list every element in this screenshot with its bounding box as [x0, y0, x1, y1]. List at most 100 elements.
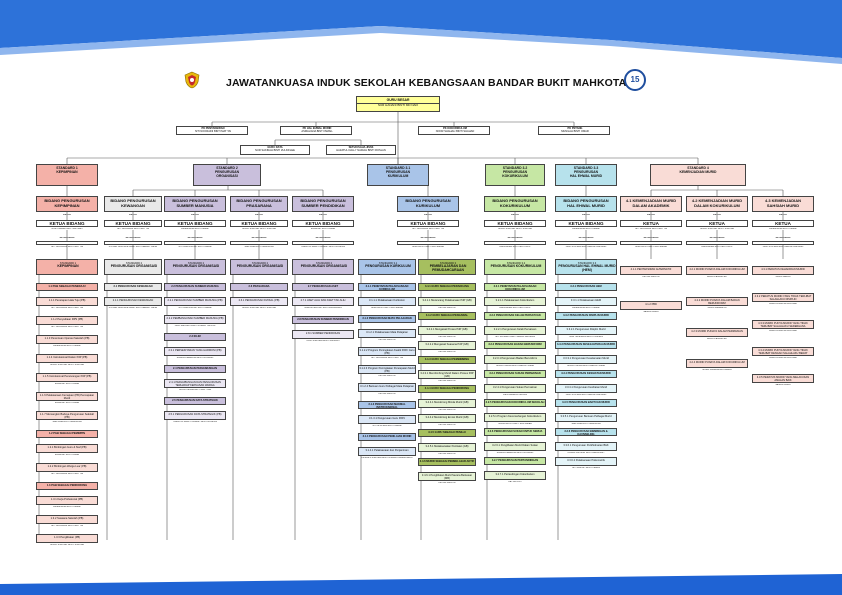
- col7-item-name-1: KETUA PANITIA: [438, 307, 456, 309]
- col1-item-7: 1.1.7 Memangkin Budaya Pengurusan Sekola…: [36, 411, 98, 420]
- setiausaha-bar-7: [555, 241, 617, 245]
- pk-name-0: SITI NOORAINI BINTI MAT TAI: [194, 130, 232, 134]
- pk-role-1: PK HAL EHWAL MURID: [302, 127, 332, 130]
- standard-tag-no-8: STANDARD 3.3: [577, 261, 597, 265]
- ketua-name-4: MUNILAH BINTI OMAR: [310, 228, 336, 230]
- col8-item-title-5: 3.2.3.1 Pengurusan Badan Beruniform: [492, 357, 538, 360]
- col6-item-name-5: KETUA PANITIA: [378, 375, 396, 377]
- col1-item-5: 1.1.5 Instruksional Perancangan PdP (PB): [36, 373, 98, 382]
- standard-tag-name-4: PENGURUSAN ORGANISASI: [300, 263, 348, 268]
- col7-item-name-3: KETUA PANITIA: [438, 336, 456, 338]
- standard-tag-no-6: STANDARD 3: [439, 261, 457, 265]
- ketua-label-3: KETUA: [255, 214, 263, 216]
- col1-item-name-3: ASMALIANA BINTI ISMAIL: [53, 345, 81, 347]
- bidang-title-2: BIDANG PENGURUSAN SUMBER MANUSIA: [164, 196, 226, 212]
- ketua-name-7: ASMALIANA BINTI ISMAIL: [572, 228, 600, 230]
- col8-item-title-6: 3.2.4 PENGURUSAN SUKAN PERMAINAN: [489, 372, 541, 375]
- col8-item-12: 3.2.7 PENGURUSAN PERTANDINGAN: [484, 457, 546, 465]
- pk-role-0: PK PENTADBIRAN: [201, 127, 225, 130]
- col8-item-3: 3.2.2.1 Pengurusan Kelab Persatuan: [484, 326, 546, 335]
- ketua-name-8: SITI NOORAINI BINTI MAT TAI: [635, 228, 667, 230]
- col7-item-11: 3.4.5.1 Melaksanakan Penilaian (GB): [418, 443, 476, 452]
- ketua-name-2: ASMALIANA BINTI ISMAIL: [181, 228, 209, 230]
- standard-tag-name-3: PENGURUSAN ORGANISASI: [236, 263, 284, 268]
- setiausaha-name-8: NORHAYATI BINTI MOHAMAD: [634, 246, 668, 248]
- col8-item-4: 3.2.3 PENGURUSAN BADAN BERUNIFORM: [484, 341, 546, 349]
- col9-item-title-6: 3.3.4 PENGURUSAN KESIHATAN MURID: [561, 372, 611, 375]
- setiausaha-bar-1: [104, 241, 162, 245]
- col1-item-title-10: 1.2.2 Bimbingan Warga Luar (PB): [47, 465, 87, 468]
- page-title: JAWATANKUASA INDUK SEKOLAH KEBANGSAAN BA…: [226, 77, 627, 89]
- col10-item-1: 4.1.2 PBD: [620, 301, 682, 310]
- setiausaha-bar-4: [292, 241, 354, 245]
- col8-item-title-11: 3.2.6.1 Penglibatan Murid Dalam Sukan: [492, 444, 538, 447]
- col5-item-title-2: 2.8 PENGURUSAN SUMBER PENDIDIKAN: [297, 318, 349, 321]
- col11-item-title-1: 4.2.2 MURID PUNAYA DALAM BADAN BERUNIFOR…: [694, 299, 740, 306]
- col1-item-title-1: 1.1.1 Penetapan Hala Tuju (PB): [48, 299, 86, 302]
- col1-item-3: 1.1.3 Penentuan Operasi Sekolah (PB): [36, 335, 98, 344]
- standard-header-3: STANDARD 3.2 PENGURUSAN KOKURIKULUM: [485, 164, 545, 186]
- col6-item-name-3: KETUA PANITIA: [378, 339, 396, 341]
- col5-item-title-1: 2.7.1 ASET ALIH DAN ASET TAK ALIH: [300, 299, 346, 302]
- col12-item-1: 4.3.2 PERATUS MURID YANG TIDAK TERLIBAT …: [752, 293, 814, 302]
- col1-item-title-4: 1.1.4 Instruksional Dalam PdP (PB): [46, 356, 88, 359]
- col1-item-name-2: SITI NOORAINI BINTI MAT TAI: [51, 326, 83, 328]
- col6-item-title-1: 3.1.1.1 Pelaksanaan Kurikulum: [369, 299, 405, 302]
- col3-item-name-2: NOR SAKINAH BINTI AHMAD YAHAYA: [174, 325, 216, 327]
- col6-item-5: 3.1.2.3 Program Peningkatan Pencapaian M…: [358, 365, 416, 374]
- col10-item-name-0: KETUA PANITIA: [642, 276, 660, 278]
- col3-item-0: 2.2 PENGURUSAN SUMBER MANUSIA: [164, 283, 226, 291]
- col8-item-5: 3.2.3.1 Pengurusan Badan Beruniform: [484, 355, 546, 364]
- standard-tag-no-1: STANDARD 2: [125, 261, 143, 265]
- col9-item-name-1: ASMALIANA BINTI ISMAIL: [572, 307, 600, 309]
- col1-item-name-6: MUNILAH BINTI OMAR: [54, 402, 80, 404]
- col1-item-name-12: ASMALIANA BINTI ISMAIL: [53, 506, 81, 508]
- ketua-label-5: KETUA: [424, 214, 432, 216]
- col1-item-14: 1.3.3 Penglibatan (PB): [36, 534, 98, 543]
- col7-item-name-6: KETUA PANITIA: [438, 380, 456, 382]
- col2-item-0: 2.1 PENGURUSAN KEWANGAN: [104, 283, 162, 291]
- col3-item-name-8: HAZATUL DALLY NADIAH BINTI ROSLAN: [173, 421, 217, 423]
- col6-item-name-4: SITI NOORAINI BINTI MAT TAI: [371, 357, 403, 359]
- col6-item-title-6: 3.1.2.4 Bantuan Guru Pelbagai Mata Pelaj…: [360, 385, 414, 388]
- col6-item-title-0: 3.1.1 PENETAPAN PELAKSANAAN KURIKULUM: [365, 285, 409, 291]
- col7-item-0: 3.4.1 GURU SEBAGAI PERANCANG: [418, 283, 476, 291]
- bottom-blue-band: [0, 574, 842, 595]
- col11-item-title-2: 4.2.3 MURID PUNAYA DALAM PERMAINAN: [691, 330, 743, 333]
- col1-item-13: 1.3.2 Suasana Sekolah (PB): [36, 515, 98, 524]
- col4-item-title-1: 2.6.1 PENGURUSAN FIZIKAL (PB): [238, 299, 280, 302]
- col8-item-0: 3.2.1 PENETAPAN PELAKSANAAN KOKURIKULUM: [484, 283, 546, 291]
- col9-item-title-5: 3.3.3.1 Pengurusan Keselamatan Murid: [563, 357, 609, 360]
- col5-item-0: 2.7 PENGURUSAN ASET: [292, 283, 354, 291]
- ketua-name-5: SITI NOORAINI BINTI MAT TAI: [412, 228, 444, 230]
- col11-item-name-1: GURU PEMIMPIN: [707, 307, 727, 309]
- ketua-name-9: NOOR SHAHALI BINTI SHAHAD: [699, 228, 735, 230]
- col10-item-title-0: 4.1.1 PENTAKSIRAN ALTERNATIF: [630, 268, 672, 271]
- col9-item-name-5: NOOR HALIZA BINTI ABDUL HAMID: [566, 365, 606, 367]
- col11-item-title-3: 4.2.4 MURID PUNAYA DALAM KOKURIKULUM: [689, 361, 745, 364]
- col7-item-title-11: 3.4.5.1 Melaksanakan Penilaian (GB): [425, 445, 469, 448]
- col7-item-name-4: KETUA PANITIA: [438, 351, 456, 353]
- col9-item-2: 3.3.2 PENGURUSAN DISIPLIN MURID: [555, 312, 617, 320]
- col6-item-title-5: 3.1.2.3 Program Peningkatan Pencapaian M…: [359, 367, 415, 374]
- col6-item-name-6: KETUA PANITIA: [378, 393, 396, 395]
- col7-item-9: 3.4.4.2 Mendorong Emosi Murid (GB): [418, 414, 476, 423]
- setiausaha-bar-8: [620, 241, 682, 245]
- setiausaha-bar-5: [397, 241, 459, 245]
- col1-item-title-3: 1.1.3 Penentuan Operasi Sekolah (PB): [44, 337, 90, 340]
- bidang-title-10: 4.3 KEMENJADIAN SAHSIAH MURID: [752, 196, 814, 212]
- col6-item-4: 3.1.2.2 Program Peningkatan Kualiti PdPc…: [358, 347, 416, 356]
- col7-item-title-12: 3.4.6 MURID SEBAGAI PEMBELAJAR AKTIF: [419, 460, 475, 463]
- col10-item-title-1: 4.1.2 PBD: [645, 303, 657, 306]
- setiausaha-jisss-name: HAZATUL DALLY NADIAH BINTI ROSLAN: [336, 149, 386, 153]
- standard-header-0: STANDARD 1 KEPIMPINAN: [36, 164, 98, 186]
- standard-tag-no-0: STANDARD 1: [59, 261, 77, 265]
- pk-name-2: NOOR SHAHALI BINTI SHAHAD: [435, 130, 475, 134]
- col6-item-title-3: 3.1.2.1 Pelaksanaan Mata Pelajaran: [366, 331, 408, 334]
- col6-item-name-8: SITI SHAHIDA BINTI ISMAIL: [372, 425, 402, 427]
- standard-header-2: STANDARD 3.1 PENGURUSAN KURIKULUM: [367, 164, 429, 186]
- ketua-bidang-9: KETUA: [686, 220, 748, 227]
- col8-item-name-13: KETUA UNIT: [508, 481, 522, 483]
- col12-item-title-2: 4.3.3 MURID PUNYA MURID YANG TIDAK TERLI…: [758, 322, 808, 329]
